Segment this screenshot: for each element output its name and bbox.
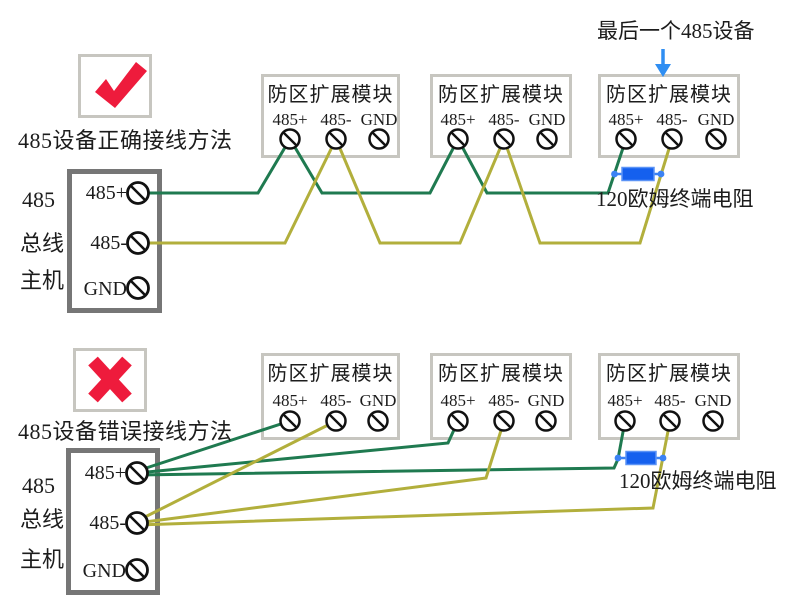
host-caption-line: 485	[22, 187, 55, 212]
module-terminal-label: GND	[360, 110, 398, 129]
module-terminal-label: GND	[528, 110, 566, 129]
module-terminal-label: 485-	[488, 391, 520, 410]
module-terminal-label: 485-	[488, 110, 520, 129]
incorrect-method-label: 485设备错误接线方法	[18, 419, 233, 444]
host-terminal-label: GND	[83, 278, 127, 300]
module-terminal-label: 485-	[654, 391, 686, 410]
module-terminal-label: 485+	[607, 391, 643, 410]
module-title: 防区扩展模块	[267, 84, 394, 106]
module-terminal-label: GND	[359, 391, 397, 410]
module-title: 防区扩展模块	[267, 363, 394, 385]
host-terminal-label: 485-	[89, 512, 126, 534]
last-device-arrow-icon	[655, 49, 671, 77]
host-terminal-label: 485-	[90, 232, 127, 254]
host-caption-line: 主机	[20, 268, 65, 293]
module-terminal-label: GND	[694, 391, 732, 410]
module-terminal-label: 485+	[272, 110, 308, 129]
module-terminal-label: 485+	[608, 110, 644, 129]
host-terminal-label: 485+	[85, 182, 127, 204]
resistor-label-top: 120欧姆终端电阻	[596, 187, 754, 211]
last-device-label: 最后一个485设备	[597, 19, 755, 43]
host-caption-line: 总线	[20, 231, 65, 256]
module-title: 防区扩展模块	[606, 84, 732, 106]
module-terminal-label: 485+	[440, 110, 476, 129]
module-terminal-label: 485+	[440, 391, 476, 410]
module-terminal-label: 485+	[272, 391, 308, 410]
module-terminal-label: 485-	[656, 110, 688, 129]
host-caption-line: 485	[22, 473, 55, 498]
module-terminal-label: 485-	[320, 110, 352, 129]
correct-485minus-wire	[138, 134, 674, 245]
module-title: 防区扩展模块	[438, 84, 564, 106]
correct-method-label: 485设备正确接线方法	[18, 128, 233, 153]
host-caption-line: 主机	[20, 547, 65, 572]
host-terminal-label: GND	[82, 560, 126, 582]
termination-resistor-top	[611, 166, 665, 182]
module-terminal-label: GND	[527, 391, 565, 410]
module-title: 防区扩展模块	[606, 363, 732, 385]
termination-resistor-bottom	[614, 450, 667, 466]
correct-mark-box	[78, 54, 152, 118]
incorrect-mark-box	[73, 348, 147, 412]
module-terminal-label: GND	[697, 110, 735, 129]
module-terminal-label: 485-	[320, 391, 352, 410]
module-title: 防区扩展模块	[438, 363, 564, 385]
host-terminal-label: 485+	[84, 462, 126, 484]
resistor-label-bottom: 120欧姆终端电阻	[619, 469, 777, 493]
host-caption-line: 总线	[20, 507, 65, 532]
